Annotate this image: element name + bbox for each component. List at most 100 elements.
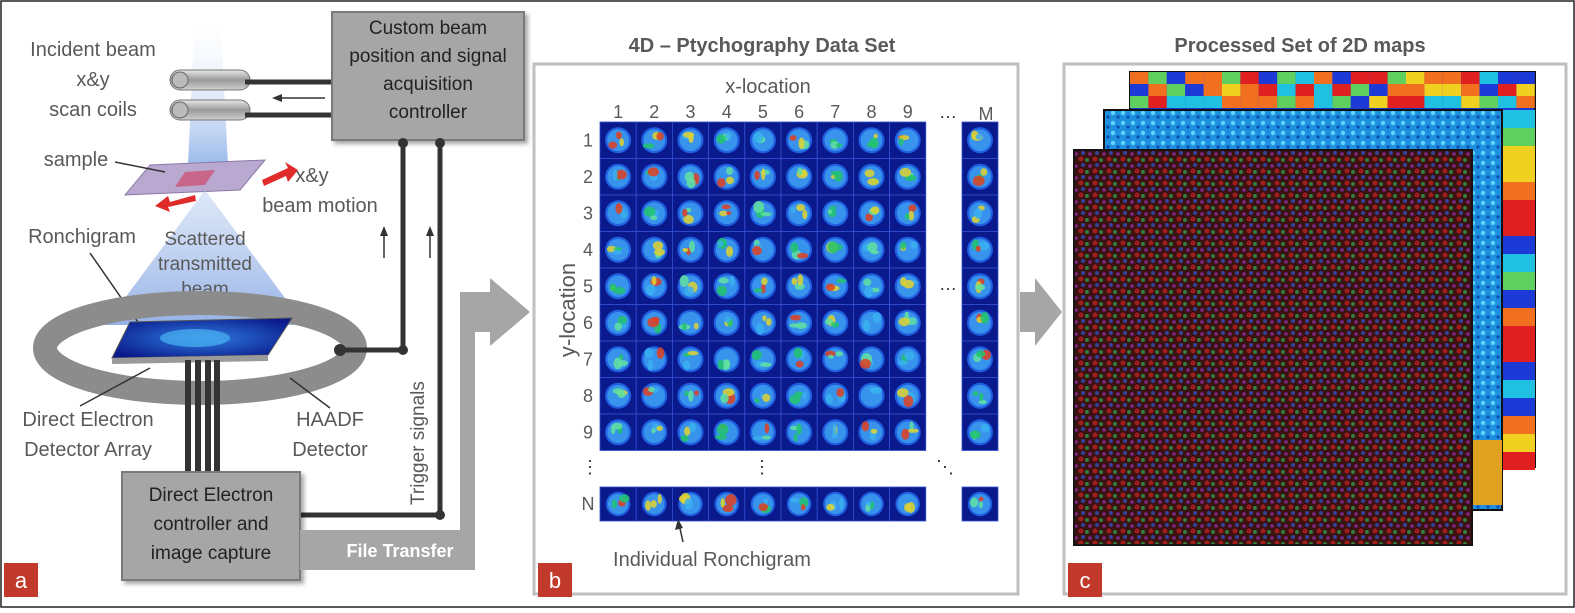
ronchigram-cell (961, 158, 999, 196)
scan-coils-label: scan coils (49, 99, 137, 121)
ronchigram-cell (961, 486, 999, 522)
map-tile (1424, 84, 1443, 96)
map-tile (1502, 110, 1535, 128)
map-tile (1148, 84, 1167, 96)
ronchigram-cell (889, 121, 927, 159)
ronchigram-cell (853, 158, 891, 196)
ronchigram-cell (961, 377, 999, 415)
ronchigram-cell (816, 194, 854, 232)
ronchigram-cell (780, 158, 818, 196)
map-tile (1502, 128, 1535, 146)
ronchigram-cell (744, 377, 782, 415)
map-tile (1203, 84, 1222, 96)
controller-line-3: acquisition (383, 74, 473, 95)
ronchigram-cell (744, 486, 782, 522)
map-tile (1442, 84, 1462, 96)
ronchigram-cell (889, 231, 927, 269)
ronchigram-cell (672, 413, 710, 451)
map-tile (1222, 84, 1241, 96)
file-transfer-arrow (300, 278, 530, 570)
ronchigram-cell (599, 340, 637, 378)
haadf-pointer (289, 377, 331, 409)
controller-line-1: Custom beam (369, 18, 487, 39)
ronchigram-cell (635, 486, 673, 522)
map-tile (1406, 84, 1425, 96)
ronchigram-cell (780, 413, 818, 451)
sample-spot (175, 170, 215, 187)
ronchigram-cell (816, 340, 854, 378)
ronchigram-cell (816, 267, 854, 305)
map-tile (1479, 96, 1498, 108)
map-tile (1185, 84, 1204, 96)
row-label: 6 (583, 313, 593, 333)
col-label: 7 (830, 102, 840, 122)
ronchigram-cell (780, 121, 818, 159)
map-tile (1461, 96, 1480, 108)
beam-motion-arrow-y (155, 195, 196, 212)
ronchigram-cell (853, 377, 891, 415)
map-tile (1148, 96, 1167, 108)
map-tile (1185, 96, 1204, 108)
arrow-up-icon (380, 226, 388, 236)
col-label: 2 (649, 102, 659, 122)
controller-line-4: controller (389, 102, 468, 123)
ronchigram-cell (672, 304, 710, 342)
ronchigram-cell (708, 267, 746, 305)
map-tile (1442, 72, 1462, 84)
wire-node (334, 344, 346, 356)
map-tile (1516, 96, 1535, 108)
panel-b-badge (538, 563, 572, 597)
map-tile (1502, 272, 1535, 290)
col-label: 3 (685, 102, 695, 122)
ronchigram-cell (599, 304, 637, 342)
ronchigram-cell (889, 486, 927, 522)
ronchigram-row-n (599, 486, 999, 522)
map-tile (1350, 72, 1370, 84)
ronchigram-cell (961, 194, 999, 232)
ronchigram-cell (853, 304, 891, 342)
ronchigram-cell (744, 267, 782, 305)
map-tile (1502, 200, 1535, 218)
arrow-up-icon (675, 519, 683, 530)
map-tile (1295, 84, 1314, 96)
ronchigram-cell (853, 486, 891, 522)
ronchigram-cell (744, 340, 782, 378)
ronchigram-cell (708, 413, 746, 451)
ronchigram-cell (780, 304, 818, 342)
row-label: 3 (583, 203, 593, 223)
wire-node (435, 510, 445, 520)
ronchigram-cell (853, 194, 891, 232)
panel-a-badge (4, 563, 38, 597)
ronchigram-cell (599, 121, 637, 159)
capture-line-1: Direct Electron (149, 485, 274, 506)
ronchigram-cell (599, 486, 637, 522)
ronchigram-cell (599, 194, 637, 232)
beam-controller-box (331, 11, 525, 141)
map-tile (1502, 146, 1535, 164)
ronchigram-cell (780, 377, 818, 415)
ronchigram-cell (635, 304, 673, 342)
scan-coil-y (169, 99, 251, 121)
map-tile (1258, 96, 1278, 108)
map-tile (1130, 96, 1149, 108)
col-label: 1 (613, 102, 623, 122)
map-tile (1166, 96, 1186, 108)
map-tile (1258, 84, 1278, 96)
panel-c-letter: c (1080, 568, 1091, 593)
trigger-signals-label: Trigger signals (408, 381, 429, 505)
ronchigram-cell (599, 231, 637, 269)
map-tile (1498, 96, 1517, 108)
map-tile (1369, 72, 1388, 84)
panel-c: Processed Set of 2D maps c (1062, 35, 1568, 597)
ronchigram-cell (961, 121, 999, 159)
map-tile (1502, 290, 1535, 308)
ronchigram-cell (816, 158, 854, 196)
y-location-label: y-location (555, 263, 580, 357)
ronchigram-cell (889, 304, 927, 342)
row-label: 7 (583, 349, 593, 369)
ronchigram-cell (961, 304, 999, 342)
ronchigram-cell (635, 413, 673, 451)
ronchigram-cell (708, 377, 746, 415)
